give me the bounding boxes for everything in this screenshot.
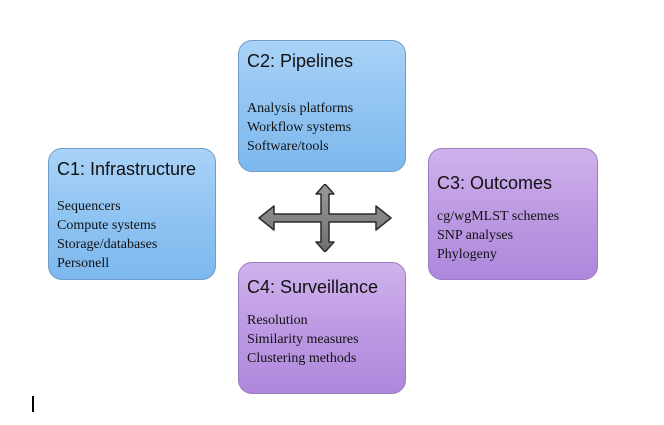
box-c4-items: Resolution Similarity measures Clusterin… — [247, 311, 359, 368]
box-c4-item: Similarity measures — [247, 332, 359, 347]
box-c3-item: Phylogeny — [437, 247, 497, 262]
box-c3-title: C3: Outcomes — [437, 173, 553, 193]
box-c3-items: cg/wgMLST schemes SNP analyses Phylogeny — [437, 207, 559, 264]
box-c2-item: Workflow systems — [247, 120, 352, 135]
box-c1-infrastructure: C1: Infrastructure Sequencers Compute sy… — [48, 148, 216, 280]
box-c2-pipelines: C2: Pipelines Analysis platforms Workflo… — [238, 40, 406, 172]
box-c2-title: C2: Pipelines — [247, 51, 354, 71]
text-cursor — [32, 396, 34, 412]
box-c4-item: Resolution — [247, 313, 308, 328]
box-c4-title: C4: Surveillance — [247, 277, 379, 297]
box-c3-outcomes: C3: Outcomes cg/wgMLST schemes SNP analy… — [428, 148, 598, 280]
box-c2-items: Analysis platforms Workflow systems Soft… — [247, 99, 353, 156]
box-c1-item: Compute systems — [57, 218, 157, 233]
four-way-arrow-shape — [258, 184, 392, 252]
box-c4-item: Clustering methods — [247, 351, 357, 366]
four-way-arrow-icon — [258, 184, 392, 252]
box-c3-item: SNP analyses — [437, 228, 514, 243]
box-c1-item: Personell — [57, 256, 110, 271]
box-c4-surveillance: C4: Surveillance Resolution Similarity m… — [238, 262, 406, 394]
box-c1-item: Storage/databases — [57, 237, 158, 252]
box-c2-item: Software/tools — [247, 139, 329, 154]
box-c1-title: C1: Infrastructure — [57, 159, 197, 179]
box-c2-item: Analysis platforms — [247, 101, 354, 116]
box-c3-item: cg/wgMLST schemes — [437, 209, 560, 224]
box-c1-item: Sequencers — [57, 199, 121, 214]
box-c1-items: Sequencers Compute systems Storage/datab… — [57, 197, 157, 273]
